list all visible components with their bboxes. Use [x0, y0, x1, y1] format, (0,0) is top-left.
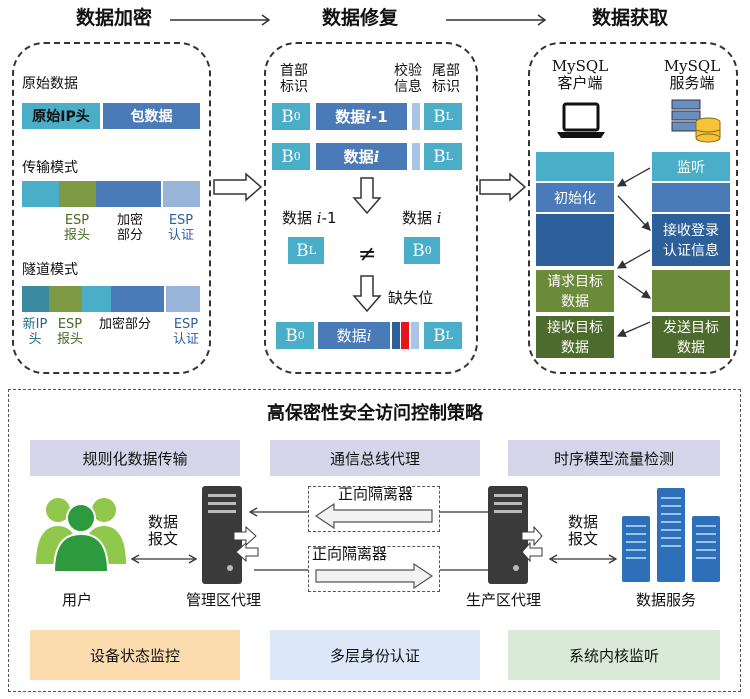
tunnel-auth-label: ESP 认证: [172, 317, 199, 347]
down-arrow-2: [352, 275, 382, 313]
head-id-label: 首部 标识: [280, 63, 308, 96]
msg-right-arrow: [548, 554, 618, 564]
row3-dark-bit: [392, 322, 400, 349]
client-request: 请求目标 数据: [536, 270, 614, 312]
row2-data: 数据 i: [316, 143, 407, 170]
laptop-icon: [557, 102, 605, 138]
row1-data: 数据 i-1: [316, 103, 407, 130]
transport-auth-block: [163, 181, 200, 207]
transport-mode-label: 传输模式: [22, 160, 78, 176]
server-receive-login: 接收登录 认证信息: [652, 214, 730, 266]
title-arrows: [170, 14, 547, 26]
policy-traffic-detection: 时序模型流量检测: [508, 440, 720, 476]
down-arrow-1: [352, 177, 382, 215]
mysql-client-label: MySQL 客户端: [551, 57, 609, 93]
server-send-target: 发送目标 数据: [652, 316, 730, 358]
client-step-3: [536, 214, 614, 266]
data-prev-label: 数据 i-1: [282, 209, 337, 227]
data-i-label: 数据 i: [402, 209, 442, 227]
row3-data: 数据 i: [318, 322, 390, 349]
handshake-arrows: [616, 167, 652, 338]
arrow-encrypt-to-repair: [213, 172, 263, 202]
tunnel-newip-label: 新IP 头: [22, 317, 48, 347]
mgmt-proxy-server-icon: [202, 486, 259, 584]
client-init: 初始化: [536, 183, 614, 212]
mysql-server-label: MySQL 服务端: [663, 57, 721, 93]
transport-esp-block: [59, 181, 96, 207]
raw-packet: 包数据: [103, 103, 200, 129]
isolator-bottom-label: 正向隔离器: [312, 545, 388, 563]
data-service-servers-icon: [622, 488, 720, 582]
panel-encrypt: [12, 42, 211, 374]
tunnel-enc-label: 加密部分: [98, 317, 151, 332]
row3-missing-bit: [401, 322, 409, 349]
arrow-repair-to-acquire: [479, 172, 527, 202]
isolator-bottom-arrow: [315, 562, 434, 590]
row2-check: [412, 143, 420, 170]
isolator-link-lines: [248, 507, 500, 575]
policy-regular-transfer: 规则化数据传输: [30, 440, 240, 476]
msg-left-label: 数据 报文: [147, 513, 178, 549]
strategy-title: 高保密性安全访问控制策略: [267, 403, 483, 424]
panel-repair: [264, 42, 478, 374]
client-step-1: [536, 152, 614, 181]
server-listen: 监听: [652, 152, 730, 181]
raw-data-label: 原始数据: [22, 76, 78, 92]
title-encrypt: 数据加密: [76, 7, 153, 29]
tunnel-esp-block: [49, 286, 82, 312]
server-step-4: [652, 270, 730, 312]
policy-multi-auth: 多层身份认证: [270, 630, 480, 680]
title-repair: 数据修复: [322, 7, 399, 29]
transport-enc-label: 加密 部分: [116, 213, 143, 243]
missing-bit-label: 缺失位: [388, 289, 434, 307]
strategy-panel: [8, 389, 741, 692]
policy-kernel-monitor: 系统内核监听: [508, 630, 720, 680]
panel-acquire: [528, 42, 738, 374]
row3-check: [411, 322, 419, 349]
transport-enc-block: [96, 181, 161, 207]
user-label: 用户: [62, 591, 93, 609]
isolator-bottom-box: [308, 546, 440, 592]
policy-device-monitor: 设备状态监控: [30, 630, 240, 680]
transport-auth-label: ESP 认证: [167, 213, 194, 243]
tail-id-label: 尾部 标识: [432, 63, 460, 96]
tunnel-enc-block: [111, 286, 164, 312]
prod-proxy-label: 生产区代理: [466, 591, 542, 609]
client-receive-target: 接收目标 数据: [536, 316, 614, 358]
tunnel-mode-label: 隧道模式: [22, 262, 78, 278]
isolator-top-label: 正向隔离器: [338, 485, 414, 503]
tunnel-esp-label: ESP 报头: [56, 317, 83, 347]
server-step-2: [652, 183, 730, 212]
row1-check: [412, 103, 420, 130]
isolator-top-box: [308, 486, 440, 532]
server-database-icon: [671, 99, 721, 143]
users-icon: [36, 498, 126, 572]
tunnel-auth-block: [166, 286, 200, 312]
msg-left-arrow: [130, 554, 198, 564]
prod-proxy-server-icon: [488, 486, 543, 584]
isolator-top-arrow: [314, 502, 433, 530]
not-equal-sign: ≠: [358, 242, 377, 267]
policy-bus-proxy: 通信总线代理: [270, 440, 480, 476]
mgmt-proxy-label: 管理区代理: [186, 591, 262, 609]
check-info-label: 校验 信息: [394, 63, 422, 96]
data-service-label: 数据服务: [636, 591, 697, 609]
tunnel-ip-block: [82, 286, 111, 312]
transport-ip-block: [22, 181, 59, 207]
raw-ip-header: 原始IP头: [22, 103, 100, 129]
transport-esp-label: ESP 报头: [63, 213, 90, 243]
title-acquire: 数据获取: [592, 7, 669, 29]
tunnel-newip-block: [22, 286, 49, 312]
msg-right-label: 数据 报文: [567, 513, 598, 549]
